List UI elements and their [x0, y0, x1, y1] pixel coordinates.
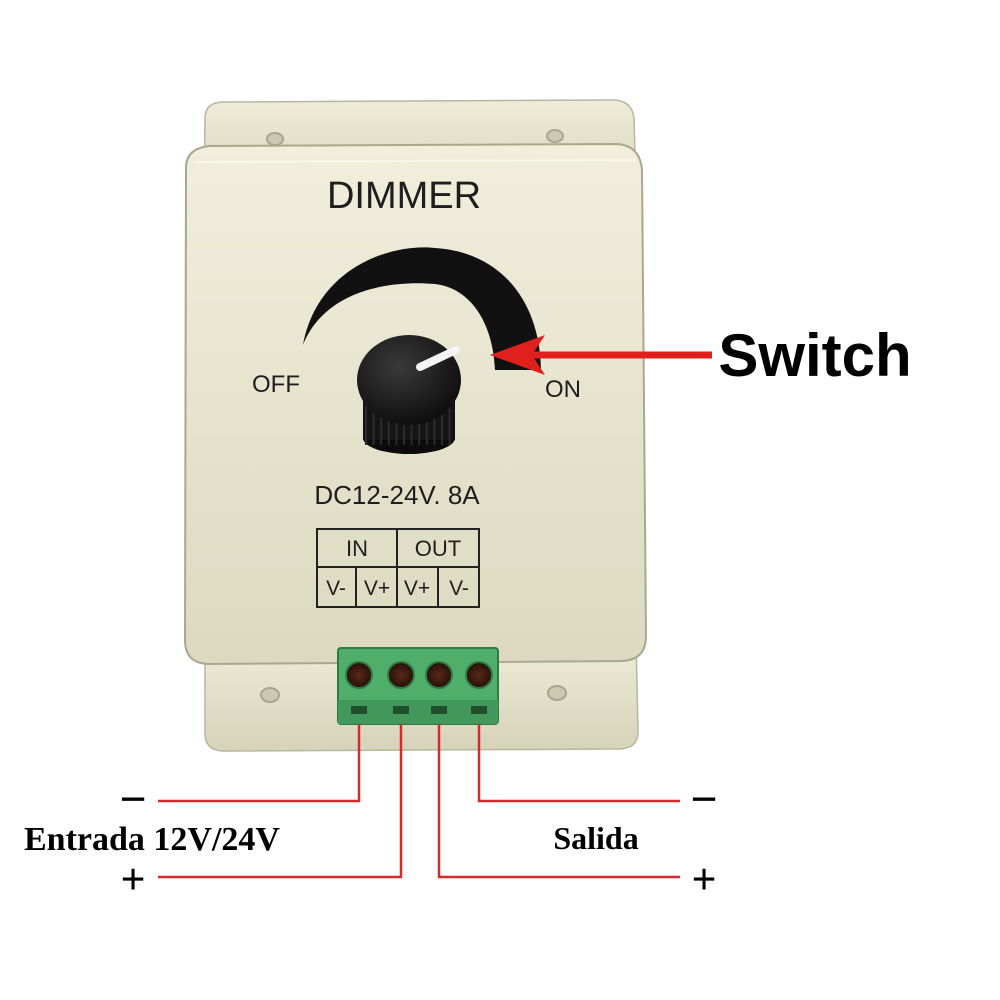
mounting-hole	[546, 129, 564, 143]
output-label: Salida	[553, 820, 638, 856]
terminal-screw[interactable]	[465, 661, 493, 689]
on-label: ON	[545, 376, 581, 403]
terminal-screw[interactable]	[345, 661, 373, 689]
terminal-pin-3: V+	[404, 577, 430, 600]
wire-output-negative	[477, 724, 680, 803]
rating-label: DC12-24V. 8A	[314, 480, 480, 510]
terminal-screw[interactable]	[425, 661, 453, 689]
off-label: OFF	[252, 371, 300, 398]
terminal-table	[316, 528, 480, 608]
terminal-group-in: IN	[346, 536, 368, 561]
intensity-arc	[303, 247, 541, 370]
terminal-pin-2: V+	[364, 577, 390, 600]
output-plus-symbol: +	[691, 855, 716, 904]
wire-input-negative	[158, 724, 361, 803]
switch-callout-arrow	[490, 335, 712, 375]
wiring	[158, 724, 680, 879]
terminal-wire-slot	[431, 706, 447, 714]
output-minus-symbol: −	[690, 773, 717, 826]
wire-input-positive	[158, 724, 403, 879]
terminal-screw[interactable]	[387, 661, 415, 689]
terminal-group-out: OUT	[415, 536, 461, 561]
device-title: DIMMER	[327, 175, 481, 217]
switch-label: Switch	[718, 322, 911, 389]
input-minus-symbol: −	[119, 773, 146, 826]
terminal-block	[337, 647, 499, 725]
mounting-hole	[547, 685, 567, 701]
knob-indicator	[416, 346, 460, 371]
terminal-wire-slot	[351, 706, 367, 714]
mounting-hole	[260, 687, 280, 703]
terminal-wire-slot	[393, 706, 409, 714]
wire-output-positive	[437, 724, 680, 879]
input-label: Entrada 12V/24V	[24, 821, 280, 858]
mounting-hole	[266, 132, 284, 146]
terminal-pin-1: V-	[326, 577, 346, 600]
terminal-pin-4: V-	[449, 577, 469, 600]
terminal-wire-slot	[471, 706, 487, 714]
dimmer-knob[interactable]	[357, 335, 461, 454]
input-plus-symbol: +	[120, 855, 145, 904]
